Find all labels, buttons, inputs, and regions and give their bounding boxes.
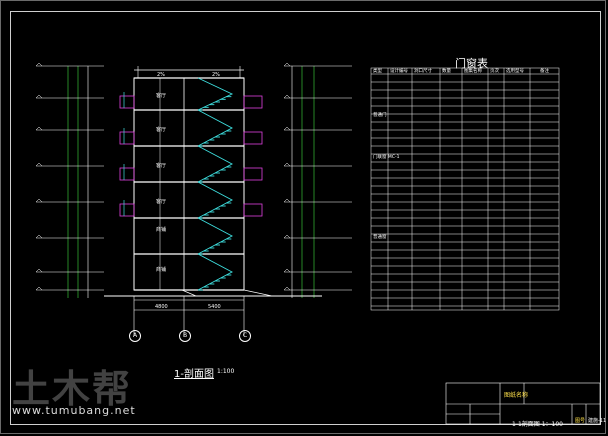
left-level-markers	[35, 62, 104, 298]
sheet-no-label: 图号	[575, 418, 586, 424]
stair-flight	[197, 253, 233, 291]
balcony-right	[243, 167, 263, 181]
door-window-table	[370, 67, 560, 311]
room-label: 客厅	[156, 163, 167, 169]
axis-bubble: A	[129, 330, 141, 342]
table-header-cell: 洞口尺寸	[414, 69, 432, 74]
section-title: 1-剖面图	[174, 369, 214, 380]
table-header-cell: 页次	[490, 69, 499, 74]
table-group-label: 门联窗 MC-1	[373, 155, 400, 160]
balcony-right	[243, 203, 263, 217]
table-header-cell: 数量	[442, 69, 451, 74]
stair-flight	[197, 181, 233, 219]
stair-flight	[197, 217, 233, 255]
title-block	[445, 382, 601, 425]
room-label: 客厅	[156, 199, 167, 205]
table-header-cell: 备注	[540, 69, 549, 74]
axis-bubble: B	[179, 330, 191, 342]
table-group-label: 普通窗	[373, 235, 387, 240]
watermark-logo: 土木帮	[12, 367, 133, 411]
balcony-left	[119, 203, 135, 217]
svg-text:2%: 2%	[157, 72, 165, 78]
room-label: 商铺	[156, 267, 167, 273]
table-group-label: 普通门	[373, 113, 387, 118]
axis-bubble: C	[239, 330, 251, 342]
table-header-cell: 图集名称	[464, 69, 482, 74]
dimension-lines: 4800 5400	[133, 296, 245, 336]
svg-text:2%: 2%	[212, 72, 220, 78]
balcony-left	[119, 95, 135, 109]
stair-flight	[197, 109, 233, 147]
balcony-right	[243, 95, 263, 109]
drawing-name: 1-1剖面图 1：100	[512, 421, 563, 428]
right-level-markers	[283, 62, 352, 298]
watermark-url: www.tumubang.net	[12, 404, 136, 417]
stair-flight	[197, 145, 233, 183]
balcony-left	[119, 131, 135, 145]
room-label: 客厅	[156, 127, 167, 133]
table-header-cell: 选用型号	[506, 69, 524, 74]
stair-flight	[197, 77, 234, 111]
svg-text:4800: 4800	[155, 304, 168, 310]
drawing-border	[10, 11, 601, 425]
table-title: 门窗表	[455, 57, 488, 70]
table-header-cell: 设计编号	[390, 69, 408, 74]
section-scale: 1:100	[217, 368, 235, 375]
room-label: 商铺	[156, 227, 167, 233]
balcony-left	[119, 167, 135, 181]
watermark: 土木帮 www.tumubang.net	[12, 358, 162, 418]
table-header-cell: 类型	[373, 69, 382, 74]
svg-text:5400: 5400	[208, 304, 221, 310]
drawing-name-label: 图纸名称	[504, 392, 529, 399]
building-section: 2% 2%	[104, 66, 322, 297]
room-label: 客厅	[156, 93, 167, 99]
sheet-no: 建施-11	[588, 418, 607, 424]
balcony-right	[243, 131, 263, 145]
